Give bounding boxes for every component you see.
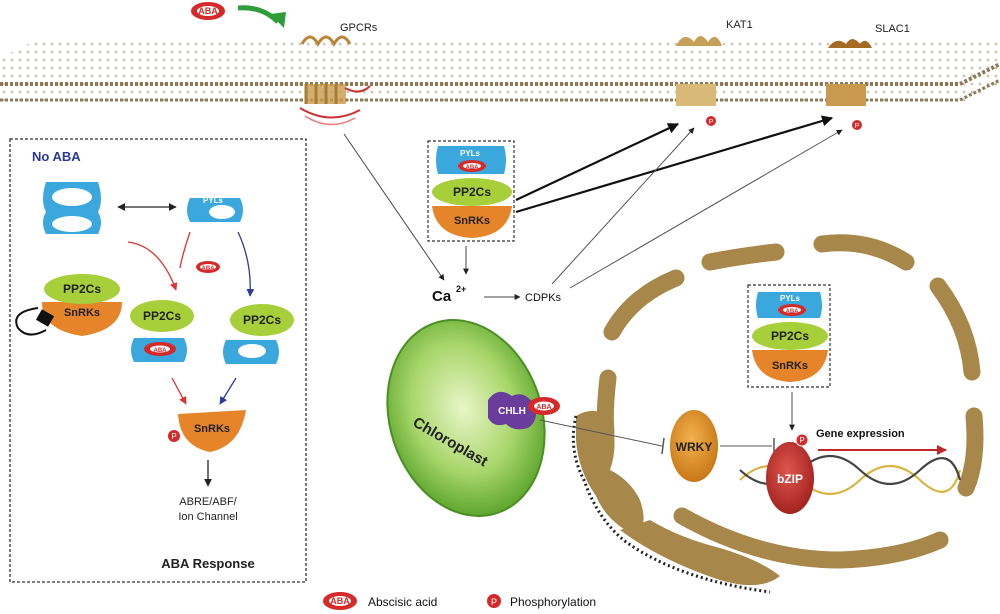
gpcr-receptor	[299, 35, 371, 126]
svg-text:P: P	[799, 436, 804, 445]
plasma-membrane	[0, 38, 1000, 104]
aba-molecule-top: ABA	[191, 2, 225, 20]
svg-text:SnRKs: SnRKs	[194, 423, 230, 435]
complex-slac1-arrow	[515, 115, 834, 214]
svg-text:SnRKs: SnRKs	[772, 360, 808, 372]
svg-text:PP2Cs: PP2Cs	[63, 282, 101, 296]
complex-kat1-arrow	[515, 123, 679, 201]
free-snrk: SnRKs P	[168, 410, 246, 452]
calcium-charge: 2+	[456, 284, 466, 294]
bzip-factor: bZIP P	[766, 433, 814, 514]
svg-text:CHLH: CHLH	[498, 406, 526, 417]
release-blue-arrow	[219, 377, 237, 405]
wrky-factor: WRKY	[670, 410, 718, 482]
svg-text:PYLs: PYLs	[203, 196, 224, 205]
svg-text:ABA: ABA	[154, 348, 168, 354]
calcium-label: Ca	[432, 288, 452, 305]
svg-text:ABA: ABA	[330, 596, 350, 606]
cdpks-slac1-arrow	[569, 129, 843, 289]
svg-text:P: P	[855, 123, 860, 130]
slac1-label: SLAC1	[875, 23, 910, 35]
svg-text:ABA: ABA	[786, 309, 800, 315]
endoplasmic-reticulum	[571, 410, 780, 594]
svg-text:WRKY: WRKY	[676, 440, 713, 454]
svg-text:P: P	[171, 432, 176, 441]
aba-entry-arrow	[237, 5, 280, 24]
central-complex: PYLs ABA SnRKs PP2Cs	[432, 146, 512, 238]
pyl-aba-red-arrow	[127, 241, 178, 291]
gpcrs-label: GPCRs	[340, 22, 378, 34]
abre-label-line1: ABRE/ABF/	[179, 496, 237, 508]
cdpks-kat1-arrow	[551, 127, 695, 285]
svg-text:PYLs: PYLs	[460, 149, 481, 158]
svg-text:SnRKs: SnRKs	[64, 307, 100, 319]
svg-text:PP2Cs: PP2Cs	[143, 309, 181, 323]
chlh-wrky-inhibition	[539, 419, 663, 447]
abre-label-line2: Ion Channel	[178, 511, 237, 523]
no-aba-title: No ABA	[32, 149, 81, 164]
pyl-blue-arrow	[237, 231, 255, 297]
svg-text:P: P	[709, 119, 714, 126]
svg-text:ABA: ABA	[466, 165, 480, 171]
svg-text:PP2Cs: PP2Cs	[243, 313, 281, 327]
nuclear-complex: PYLs ABA SnRKs PP2Cs	[752, 292, 828, 382]
cdpks-label: CDPKs	[525, 292, 562, 304]
pyl-monomer: PYLs	[187, 196, 243, 222]
svg-text:PP2Cs: PP2Cs	[771, 329, 809, 343]
slac1-channel: P	[826, 39, 872, 130]
central-complex-box	[427, 140, 515, 242]
svg-text:bZIP: bZIP	[777, 472, 803, 486]
pyl-dimer	[43, 182, 101, 234]
kat1-channel: P	[676, 36, 722, 126]
pp2c-pyl-empty-complex: PP2Cs	[223, 304, 294, 364]
svg-text:ABA: ABA	[536, 404, 551, 411]
svg-text:PYLs: PYLs	[780, 294, 801, 303]
svg-text:SnRKs: SnRKs	[454, 215, 490, 227]
chlh-receptor: CHLH ABA	[488, 391, 560, 430]
svg-text:Abscisic acid: Abscisic acid	[368, 595, 437, 609]
pp2c-pyl-aba-complex: ABA PP2Cs	[130, 300, 194, 362]
legend-aba: ABA Abscisic acid	[323, 592, 437, 610]
aba-response-label: ABA Response	[161, 556, 254, 571]
gpcr-ca-arrow	[343, 133, 445, 281]
no-aba-panel	[9, 138, 307, 583]
svg-text:ABA: ABA	[202, 266, 216, 272]
svg-text:PP2Cs: PP2Cs	[453, 185, 491, 199]
chloroplast: Chloroplast	[386, 319, 546, 517]
svg-text:ABA: ABA	[198, 6, 218, 16]
kat1-label: KAT1	[726, 19, 753, 31]
gene-expression-label: Gene expression	[816, 428, 905, 440]
pp2c-snrk-complex-left: SnRKs PP2Cs	[15, 274, 122, 336]
aba-small-mid: ABA	[196, 261, 220, 273]
release-red-arrow	[171, 377, 187, 405]
svg-text:P: P	[491, 597, 497, 607]
legend-phosphorylation: P Phosphorylation	[487, 594, 596, 609]
nuclear-complex-box	[747, 284, 831, 388]
nucleus-envelope	[596, 234, 984, 569]
svg-text:Phosphorylation: Phosphorylation	[510, 595, 596, 609]
